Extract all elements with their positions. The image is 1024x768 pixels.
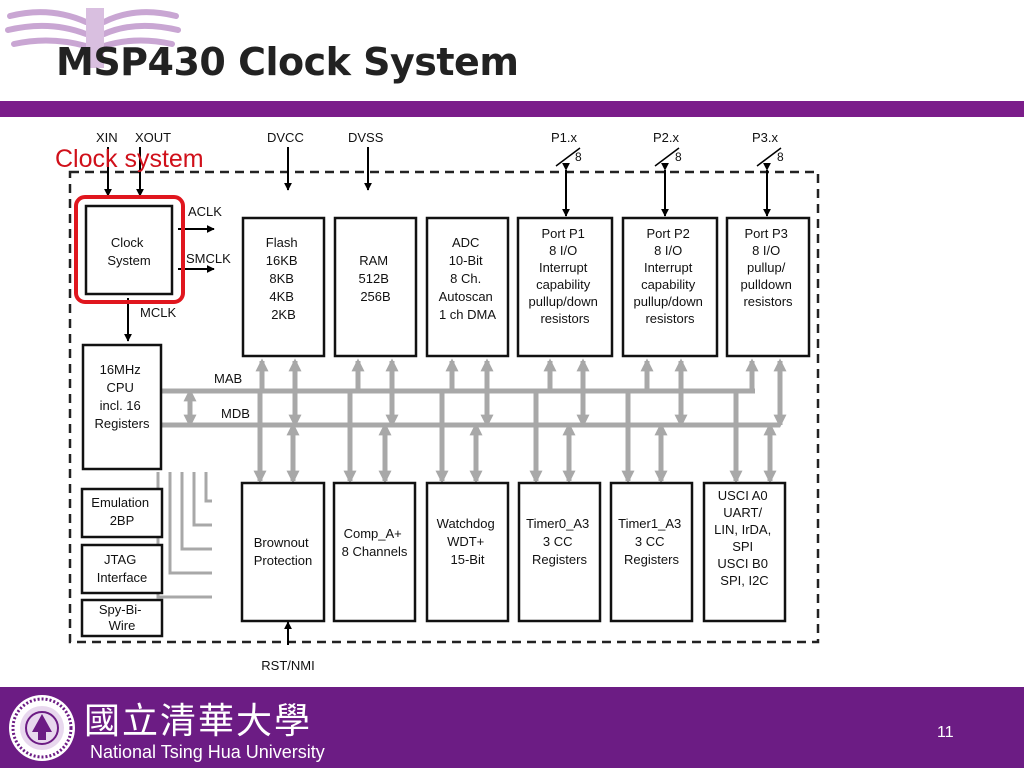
block-diagram: XIN XOUT DVCC DVSS P1.x P2.x P3.x 8 8 8 …	[68, 130, 820, 673]
block-timer1: Timer1_A3 3 CC Registers	[609, 481, 694, 623]
signal-label-smclk: SMCLK	[186, 251, 231, 266]
block-flash: Flash 16KB 8KB 4KB 2KB	[241, 216, 326, 358]
pin-label-dvcc: DVCC	[267, 130, 304, 145]
footer-bar	[0, 687, 1024, 768]
block-watchdog: Watchdog WDT+ 15-Bit	[425, 481, 510, 623]
block-timer0: Timer0_A3 3 CC Registers	[517, 481, 602, 623]
block-watchdog-label: Watchdog WDT+ 15-Bit	[437, 516, 499, 567]
bus-width-p3: 8	[777, 150, 784, 164]
block-cpu-label: 16MHz CPU incl. 16 Registers	[95, 362, 150, 431]
bus-width-p2: 8	[675, 150, 682, 164]
university-name-en: National Tsing Hua University	[90, 742, 325, 762]
block-usci-label: USCI A0 UART/ LIN, IrDA, SPI USCI B0 SPI…	[714, 488, 775, 588]
block-cpu: 16MHz CPU incl. 16 Registers	[81, 343, 163, 471]
block-usci: USCI A0 UART/ LIN, IrDA, SPI USCI B0 SPI…	[702, 481, 787, 623]
block-clock-system-label: Clock System	[107, 235, 150, 268]
block-emulation-label: Emulation 2BP	[91, 495, 152, 528]
slide-title: MSP430 Clock System	[56, 40, 519, 84]
block-adc-label: ADC 10-Bit 8 Ch. Autoscan 1 ch DMA	[439, 235, 497, 322]
block-timer1-label: Timer1_A3 3 CC Registers	[618, 516, 685, 567]
block-port-p1: Port P1 8 I/O Interrupt capability pullu…	[516, 216, 614, 358]
block-spy-bi-wire-label: Spy-Bi- Wire	[99, 602, 145, 633]
pin-label-p3: P3.x	[752, 130, 779, 145]
block-ram: RAM 512B 256B	[333, 216, 418, 358]
mcu-boundary	[68, 170, 820, 644]
block-port-p3: Port P3 8 I/O pullup/ pulldown resistors	[725, 216, 811, 358]
block-emulation: Emulation 2BP	[80, 487, 164, 539]
signal-label-aclk: ACLK	[188, 204, 222, 219]
pin-label-dvss: DVSS	[348, 130, 384, 145]
bus-width-p1: 8	[575, 150, 582, 164]
page-number: 11	[937, 724, 954, 741]
pin-label-xout: XOUT	[135, 130, 171, 145]
pin-label-xin: XIN	[96, 130, 118, 145]
block-clock-system: Clock System	[84, 204, 174, 296]
block-brownout: Brownout Protection	[240, 481, 326, 623]
block-comp-label: Comp_A+ 8 Channels	[342, 526, 408, 559]
pin-label-p2: P2.x	[653, 130, 680, 145]
block-port-p3-label: Port P3 8 I/O pullup/ pulldown resistors	[741, 226, 796, 309]
block-comp: Comp_A+ 8 Channels	[332, 481, 417, 623]
block-flash-label: Flash 16KB 8KB 4KB 2KB	[266, 235, 301, 322]
block-brownout-label: Brownout Protection	[254, 535, 313, 568]
block-port-p2: Port P2 8 I/O Interrupt capability pullu…	[621, 216, 719, 358]
title-rule	[0, 101, 1024, 117]
nthu-seal-icon	[9, 695, 75, 761]
pin-label-p1: P1.x	[551, 130, 578, 145]
clock-system-annotation: Clock system	[55, 145, 204, 173]
pin-label-rst: RST/NMI	[261, 658, 314, 673]
block-jtag: JTAG Interface	[80, 543, 164, 595]
block-spy-bi-wire: Spy-Bi- Wire	[80, 598, 164, 638]
bus-label-mdb: MDB	[221, 406, 250, 421]
block-timer0-label: Timer0_A3 3 CC Registers	[526, 516, 593, 567]
bus-label-mab: MAB	[214, 371, 242, 386]
university-name-cn: 國立清華大學	[84, 701, 313, 742]
bus-arrows	[183, 358, 787, 484]
block-port-p2-label: Port P2 8 I/O Interrupt capability pullu…	[633, 226, 706, 326]
clock-system-highlight	[74, 195, 185, 304]
block-jtag-label: JTAG Interface	[97, 552, 148, 585]
nthu-wing-logo-icon	[5, 8, 181, 68]
block-ram-label: RAM 512B 256B	[359, 253, 393, 304]
signal-label-mclk: MCLK	[140, 305, 176, 320]
block-port-p1-label: Port P1 8 I/O Interrupt capability pullu…	[528, 226, 601, 326]
block-adc: ADC 10-Bit 8 Ch. Autoscan 1 ch DMA	[425, 216, 510, 358]
